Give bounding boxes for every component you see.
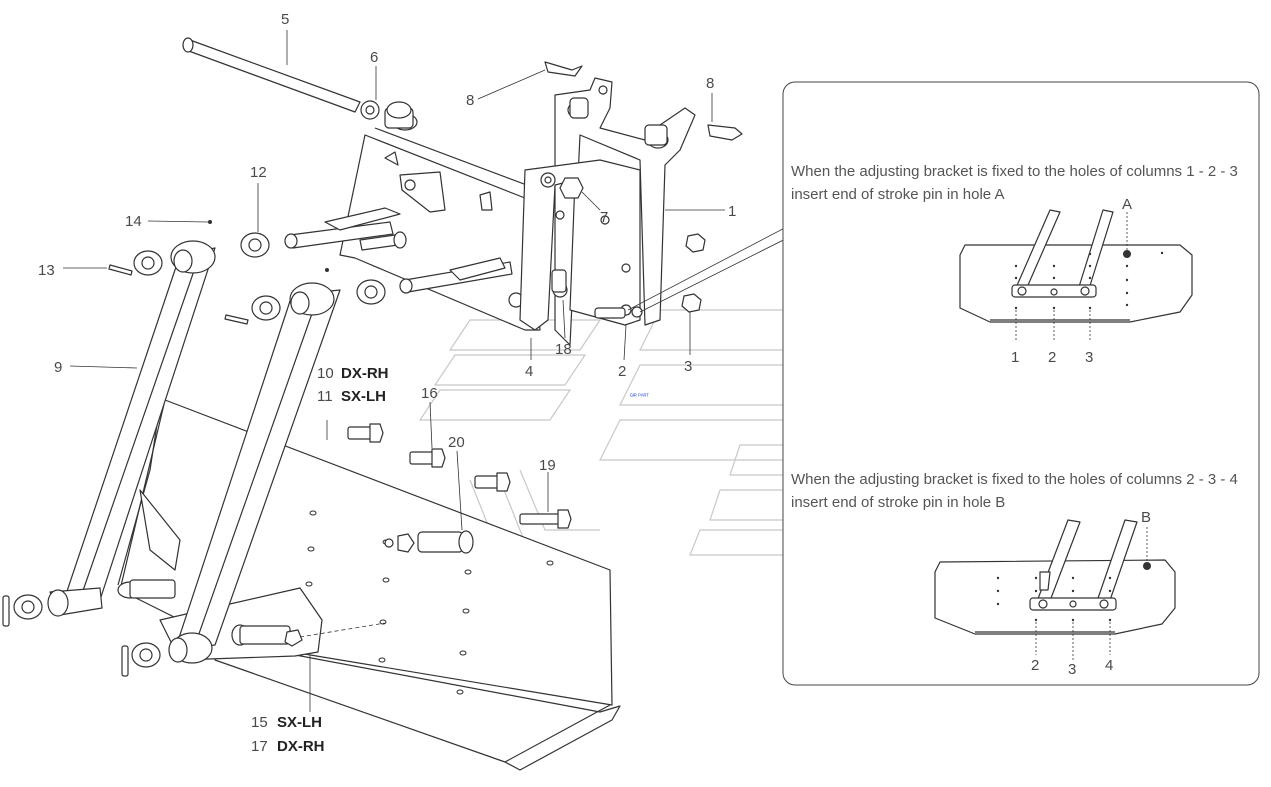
callout-12: 12 bbox=[250, 164, 267, 181]
clips-part-8 bbox=[544, 61, 743, 141]
callout-8-left: 8 bbox=[466, 92, 474, 109]
callout-13: 13 bbox=[38, 262, 55, 279]
hole-a-label: A bbox=[1122, 196, 1132, 213]
col-a-1: 1 bbox=[1011, 349, 1019, 366]
lift-arm-left-part-9 bbox=[47, 240, 216, 617]
callout-3: 3 bbox=[684, 358, 692, 375]
adjusting-bracket-part-1 bbox=[519, 77, 696, 346]
callout-19: 19 bbox=[539, 457, 556, 474]
callout-16: 16 bbox=[421, 385, 438, 402]
nuts-part-3 bbox=[681, 233, 706, 313]
side-label-10: DX-RH bbox=[341, 365, 389, 382]
side-label-17: DX-RH bbox=[277, 738, 325, 755]
col-b-3: 3 bbox=[1068, 661, 1076, 678]
callout-15: 15 bbox=[251, 714, 268, 731]
callout-10: 10 bbox=[317, 365, 334, 382]
callout-labels: 5 6 8 8 1 7 12 14 13 9 10 DX-RH 11 SX-LH… bbox=[38, 11, 736, 755]
side-label-11: SX-LH bbox=[341, 388, 386, 405]
bolts-parts-16-19-20 bbox=[347, 423, 572, 554]
inset-panel: When the adjusting bracket is fixed to t… bbox=[782, 81, 1260, 686]
callout-2: 2 bbox=[618, 363, 626, 380]
washers-and-pins bbox=[2, 220, 386, 677]
callout-6: 6 bbox=[370, 49, 378, 66]
col-b-2: 2 bbox=[1031, 657, 1039, 674]
inset-note-b-line1: When the adjusting bracket is fixed to t… bbox=[791, 471, 1238, 488]
callout-14: 14 bbox=[125, 213, 142, 230]
inset-note-a-line2: insert end of stroke pin in hole A bbox=[791, 186, 1004, 203]
col-b-4: 4 bbox=[1105, 657, 1113, 674]
callout-5: 5 bbox=[281, 11, 289, 28]
callout-7: 7 bbox=[600, 209, 608, 226]
callout-4: 4 bbox=[525, 363, 533, 380]
col-a-2: 2 bbox=[1048, 349, 1056, 366]
callout-17: 17 bbox=[251, 738, 268, 755]
callout-18: 18 bbox=[555, 341, 572, 358]
callout-11: 11 bbox=[317, 388, 333, 405]
inset-note-b-line2: insert end of stroke pin in hole B bbox=[791, 494, 1005, 511]
mounting-frame-part-4 bbox=[284, 101, 549, 331]
side-label-15: SX-LH bbox=[277, 714, 322, 731]
callout-1: 1 bbox=[728, 203, 736, 220]
blade-part-11 bbox=[117, 399, 621, 771]
callout-20: 20 bbox=[448, 434, 465, 451]
callout-9: 9 bbox=[54, 359, 62, 376]
watermark-text: ᴳᴵᴿ ᴾᴬᴿᵀ bbox=[630, 392, 649, 400]
lift-arm-right-part-10 bbox=[168, 282, 341, 664]
hole-b-label: B bbox=[1141, 509, 1151, 526]
long-pin-part-5 bbox=[182, 37, 380, 120]
callout-8-right: 8 bbox=[706, 75, 714, 92]
detail-b-drawing bbox=[934, 519, 1176, 660]
col-a-3: 3 bbox=[1085, 349, 1093, 366]
inset-note-a-line1: When the adjusting bracket is fixed to t… bbox=[791, 163, 1238, 180]
detail-a-drawing bbox=[959, 209, 1193, 342]
